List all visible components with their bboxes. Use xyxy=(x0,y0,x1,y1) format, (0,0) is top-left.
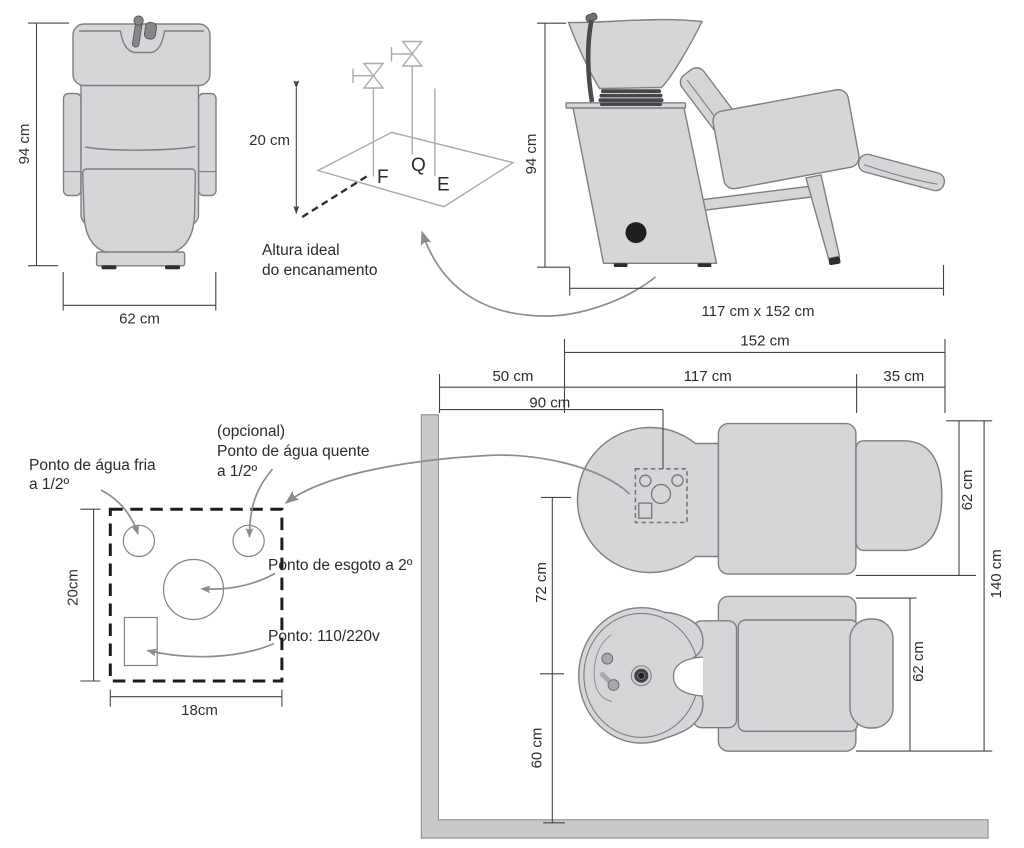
svg-text:62 cm: 62 cm xyxy=(959,470,976,511)
svg-text:Altura ideal: Altura ideal xyxy=(262,242,340,259)
svg-text:Ponto de esgoto a 2º: Ponto de esgoto a 2º xyxy=(268,557,413,574)
svg-text:140 cm: 140 cm xyxy=(988,549,1005,598)
svg-text:18cm: 18cm xyxy=(181,702,218,719)
svg-text:Q: Q xyxy=(411,155,426,176)
svg-text:do encanamento: do encanamento xyxy=(262,262,377,279)
svg-text:117 cm: 117 cm xyxy=(684,368,732,385)
svg-text:E: E xyxy=(437,175,450,196)
svg-text:117 cm x 152 cm: 117 cm x 152 cm xyxy=(701,303,814,320)
svg-text:(opcional): (opcional) xyxy=(217,423,285,440)
svg-text:72 cm: 72 cm xyxy=(533,562,550,603)
svg-text:62 cm: 62 cm xyxy=(910,641,927,682)
svg-text:90 cm: 90 cm xyxy=(529,395,570,412)
svg-text:a 1/2º: a 1/2º xyxy=(217,463,257,480)
svg-text:20 cm: 20 cm xyxy=(249,132,290,149)
svg-text:Ponto: 110/220v: Ponto: 110/220v xyxy=(268,628,380,645)
svg-text:94 cm: 94 cm xyxy=(16,124,33,165)
svg-text:F: F xyxy=(377,167,389,188)
svg-text:152 cm: 152 cm xyxy=(740,333,789,350)
svg-text:62 cm: 62 cm xyxy=(119,311,160,328)
svg-text:35 cm: 35 cm xyxy=(883,368,924,385)
svg-text:a 1/2º: a 1/2º xyxy=(29,476,69,493)
svg-text:Ponto de água fria: Ponto de água fria xyxy=(29,457,156,474)
svg-text:60 cm: 60 cm xyxy=(529,728,546,769)
svg-text:Ponto de água quente: Ponto de água quente xyxy=(217,443,370,460)
svg-text:50 cm: 50 cm xyxy=(492,368,533,385)
svg-text:20cm: 20cm xyxy=(65,569,82,606)
svg-text:94 cm: 94 cm xyxy=(523,134,540,175)
